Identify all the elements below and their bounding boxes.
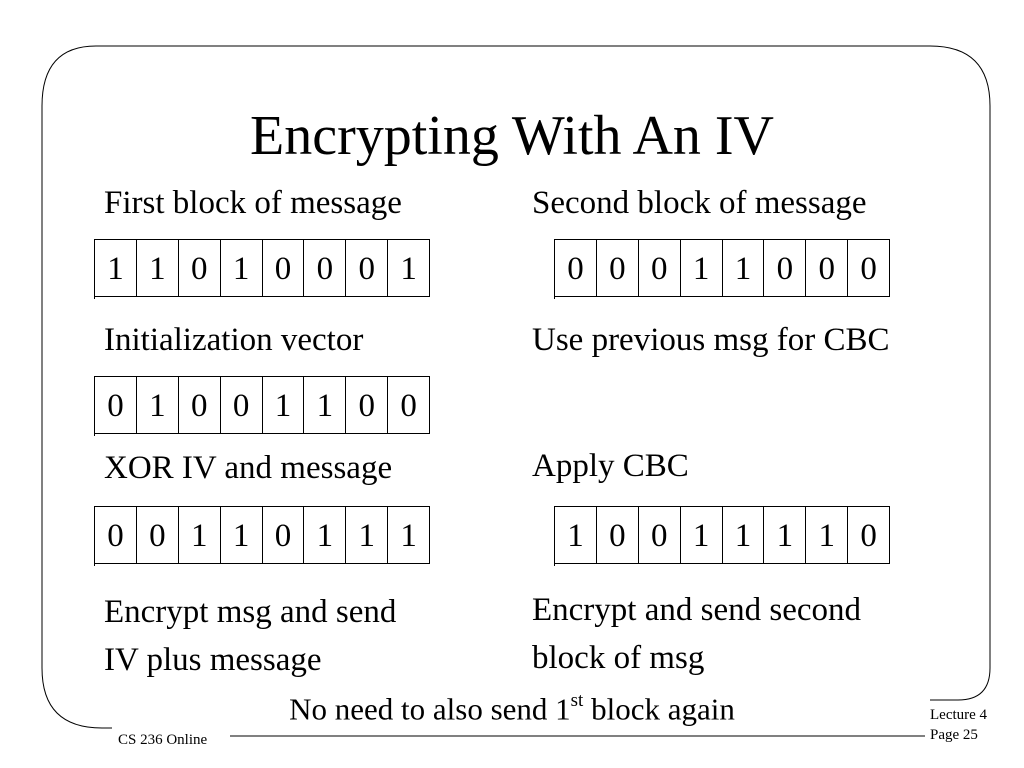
bit-cell: 0: [638, 506, 681, 564]
bit-cell: 0: [220, 376, 263, 434]
bit-cell: 1: [680, 506, 723, 564]
footer-lecture-page: Lecture 4 Page 25: [930, 705, 1010, 745]
bottom-note-pre: No need to also send 1: [289, 691, 571, 727]
bit-cell: 0: [178, 239, 221, 297]
bit-cell: 0: [806, 239, 849, 297]
bit-cell: 0: [136, 506, 179, 564]
bit-cell: 1: [722, 506, 765, 564]
second-block-label: Second block of message: [532, 185, 867, 221]
bit-cell: 1: [806, 506, 849, 564]
encrypt-second-line1: Encrypt and send second: [532, 592, 861, 628]
bit-cell: 1: [346, 506, 389, 564]
iv-label: Initialization vector: [104, 322, 364, 358]
encrypt-first-line2: IV plus message: [104, 642, 322, 678]
bit-cell: 1: [388, 506, 431, 564]
footer-page: Page 25: [930, 727, 978, 743]
bit-cell: 0: [262, 506, 305, 564]
bit-cell: 0: [848, 239, 891, 297]
bit-cell: 1: [555, 506, 597, 564]
xor-label: XOR IV and message: [104, 450, 393, 486]
footer-lecture: Lecture 4: [930, 707, 988, 723]
bit-cell: 0: [388, 376, 431, 434]
bit-cell: 1: [722, 239, 765, 297]
bit-cell: 0: [638, 239, 681, 297]
bit-cell: 0: [346, 239, 389, 297]
bit-cell: 0: [596, 506, 639, 564]
bit-cell: 1: [220, 506, 263, 564]
bit-cell: 1: [136, 376, 179, 434]
encrypt-first-line1: Encrypt msg and send: [104, 594, 397, 630]
bit-cell: 0: [346, 376, 389, 434]
bit-cell: 0: [262, 239, 305, 297]
encrypt-second-line2: block of msg: [532, 640, 705, 676]
bit-cell: 1: [304, 376, 347, 434]
cbc-label: Use previous msg for CBC: [532, 322, 890, 358]
slide-title: Encrypting With An IV: [250, 105, 774, 167]
bit-cell: 1: [388, 239, 431, 297]
bit-cell: 1: [136, 239, 179, 297]
bit-cell: 1: [220, 239, 263, 297]
bit-cell: 0: [95, 376, 137, 434]
first-block-label: First block of message: [104, 185, 402, 221]
bit-cell: 0: [848, 506, 891, 564]
bit-cell: 1: [680, 239, 723, 297]
apply-cbc-label: Apply CBC: [532, 448, 689, 484]
bit-cell: 0: [178, 376, 221, 434]
bit-cell: 1: [304, 506, 347, 564]
bit-cell: 0: [95, 506, 137, 564]
bit-cell: 1: [178, 506, 221, 564]
bit-cell: 0: [555, 239, 597, 297]
bottom-note-sup: st: [570, 690, 584, 711]
bottom-note: No need to also send 1st block again: [0, 690, 1024, 727]
bottom-note-post: block again: [583, 691, 735, 727]
bit-cell: 0: [304, 239, 347, 297]
bit-cell: 0: [596, 239, 639, 297]
bit-cell: 1: [262, 376, 305, 434]
bit-cell: 1: [764, 506, 807, 564]
footer-course: CS 236 Online: [118, 732, 208, 748]
bit-cell: 0: [764, 239, 807, 297]
bit-cell: 1: [95, 239, 137, 297]
